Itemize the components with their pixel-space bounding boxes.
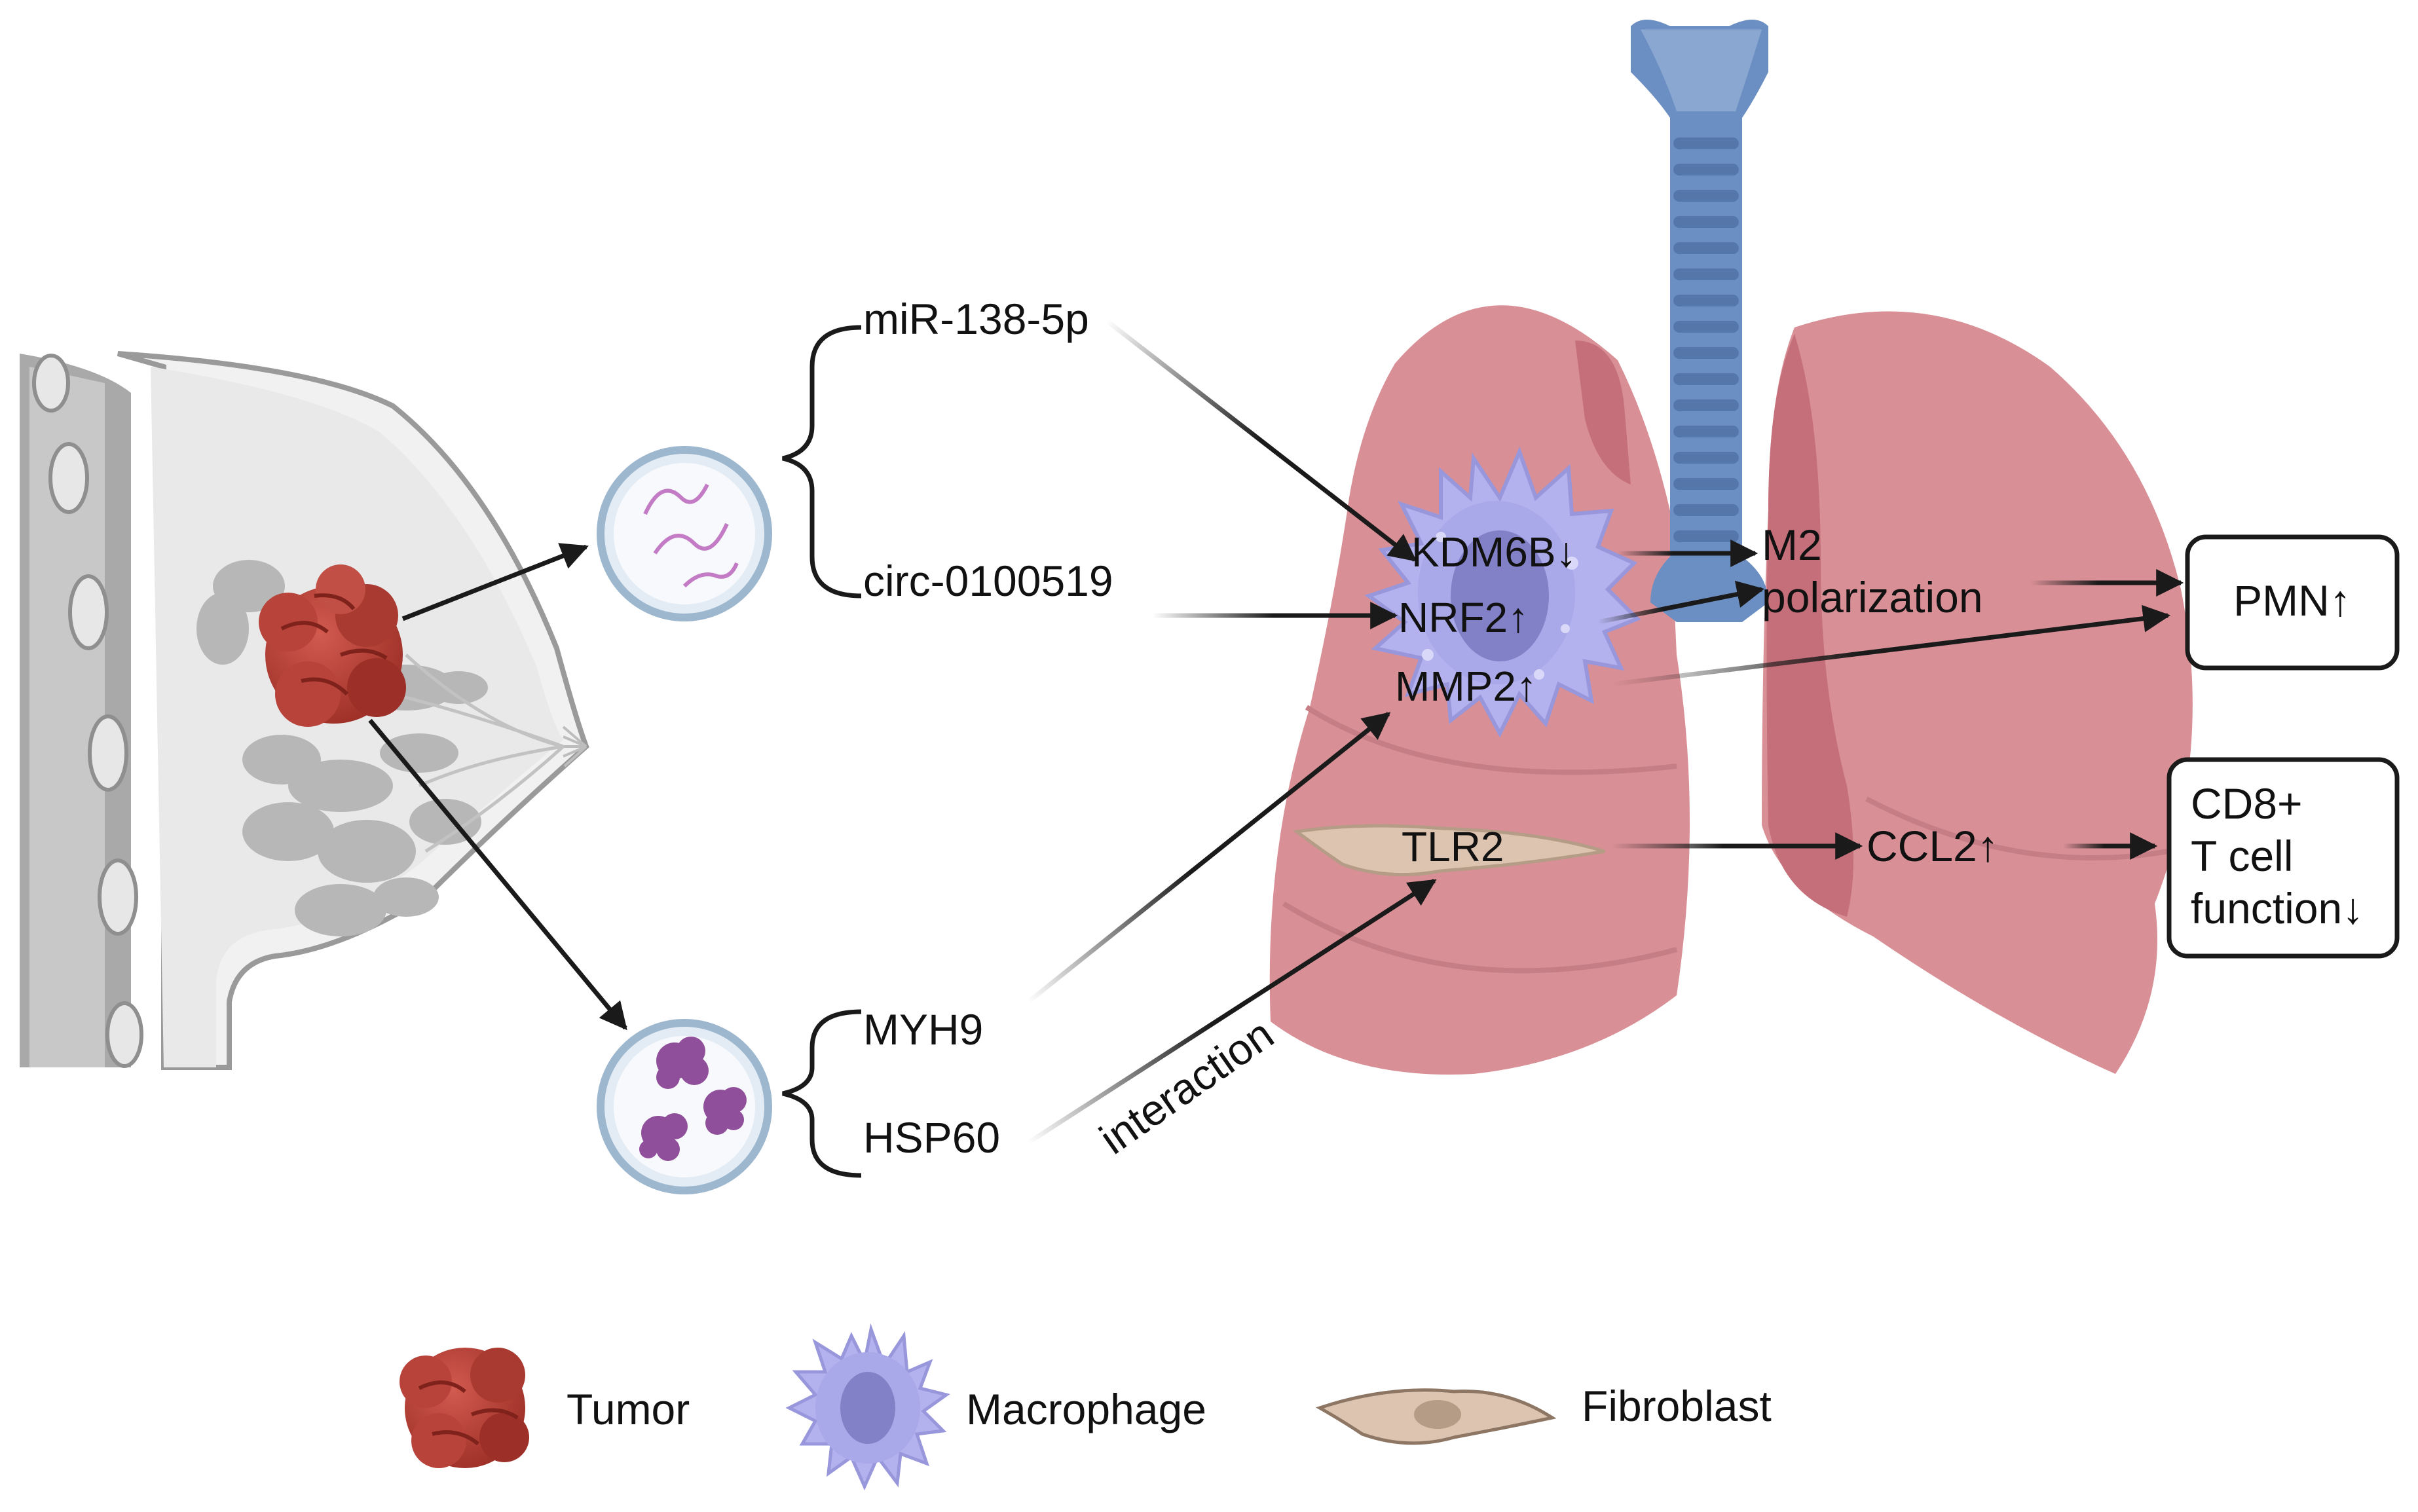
bracket-protein (782, 1009, 862, 1178)
label-myh9: MYH9 (863, 1005, 983, 1054)
label-mir-138-5p: miR-138-5p (863, 295, 1089, 343)
rib-segments (32, 354, 143, 1068)
label-t-cell: T cell (2191, 832, 2294, 880)
label-circ-0100519: circ-0100519 (863, 557, 1113, 605)
label-m2: M2 (1762, 521, 1822, 569)
arrow-hsp60-to-tlr2 (1027, 879, 1437, 1145)
label-ccl2: CCL2↑ (1867, 822, 1999, 870)
label-cd8: CD8+ (2191, 779, 2303, 828)
arrow-mir-to-kdm6b (1105, 319, 1417, 562)
bracket-rna (782, 325, 862, 599)
arrow-tumor-to-protein-vesicle (368, 718, 627, 1031)
arrow-nrf2-to-m2 (1597, 580, 1765, 625)
protein-vesicle (597, 1019, 772, 1194)
legend-macrophage-label: Macrophage (966, 1385, 1206, 1433)
pmn-box: PMN↑ (2185, 534, 2400, 671)
label-pmn: PMN↑ (2233, 576, 2351, 625)
legend-fibroblast-icon (1315, 1388, 1557, 1445)
rna-vesicle (597, 446, 772, 621)
label-mmp2: MMP2↑ (1395, 663, 1537, 710)
label-polarization: polarization (1762, 573, 1983, 621)
label-nrf2: NRF2↑ (1398, 594, 1529, 641)
label-hsp60: HSP60 (863, 1113, 1000, 1162)
breast-tumor (259, 564, 406, 727)
legend: Tumor Macrophage Fibroblast (400, 1323, 1772, 1491)
lung-macrophage (1364, 446, 1641, 738)
rna-strand-icon (643, 483, 739, 588)
legend-tumor-icon (400, 1348, 529, 1468)
arrow-myh9-to-mmp2 (1026, 712, 1391, 1004)
label-tlr2: TLR2 (1402, 823, 1504, 870)
label-kdm6b: KDM6B↓ (1411, 528, 1577, 576)
trachea-illustration (1631, 20, 1768, 622)
duct-lines (392, 654, 565, 853)
protein-cluster-icon (639, 1037, 747, 1161)
trachea-rings (1673, 138, 1739, 542)
arrow-mmp2-to-pmn (1610, 604, 2171, 687)
legend-macrophage-icon (785, 1323, 950, 1491)
arrow-tumor-to-rna-vesicle (401, 543, 589, 621)
legend-fibroblast-label: Fibroblast (1582, 1382, 1772, 1430)
lung-fibroblast (1292, 824, 1605, 877)
label-function: function↓ (2191, 884, 2364, 932)
cd8-box: CD8+ T cell function↓ (2167, 757, 2400, 959)
legend-tumor-label: Tumor (567, 1385, 690, 1433)
